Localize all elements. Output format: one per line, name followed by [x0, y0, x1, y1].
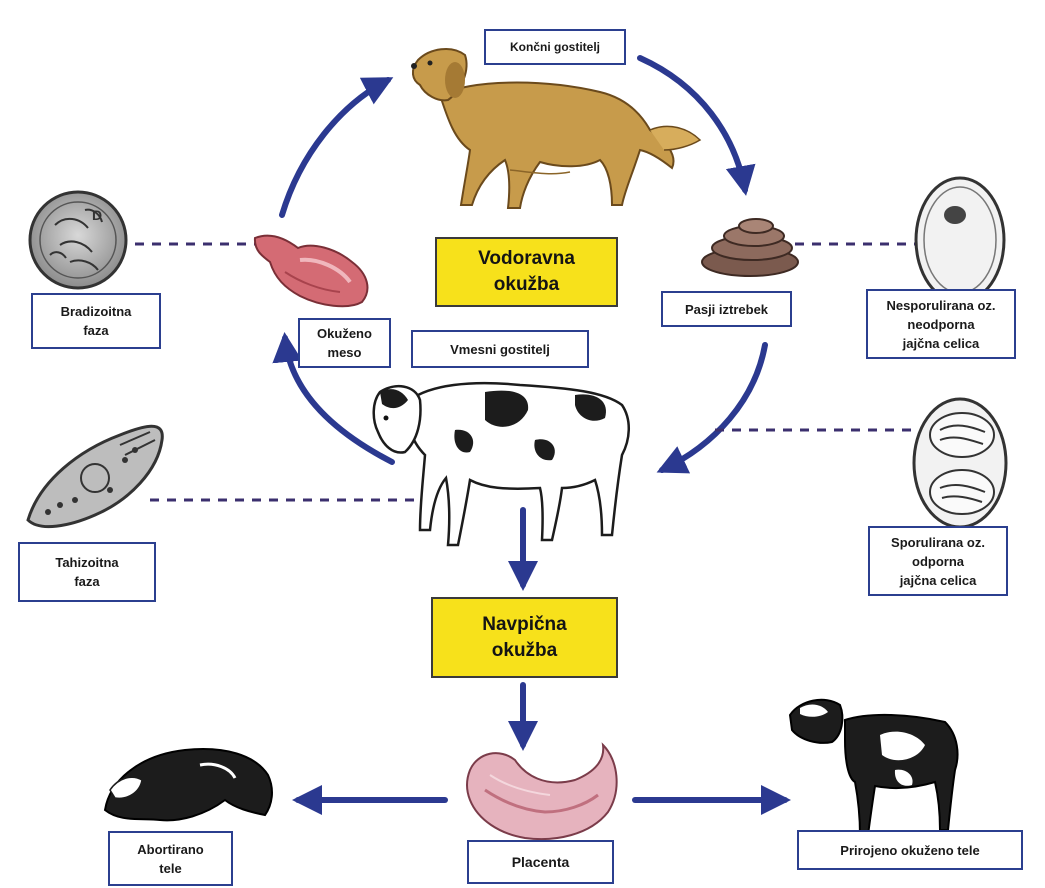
definitive-host-label: Končni gostitelj — [484, 29, 626, 65]
placenta-text: Placenta — [512, 853, 570, 872]
vertical-infection-box: Navpična okužba — [431, 597, 618, 678]
dog-illustration — [411, 49, 700, 208]
tachyzoite-phase-text: Tahizoitna faza — [55, 553, 118, 591]
cow-illustration — [374, 383, 629, 545]
sporulated-oocyst-text: Sporulirana oz. odporna jajčna celica — [891, 533, 985, 590]
congenital-calf-text: Prirojeno okuženo tele — [840, 841, 979, 860]
unsporulated-oocyst-text: Nesporulirana oz. neodporna jajčna celic… — [886, 296, 995, 353]
aborted-calf-label: Abortirano tele — [108, 831, 233, 886]
sporulated-oocyst-illustration — [914, 399, 1006, 527]
horizontal-infection-text: Vodoravna okužba — [478, 246, 575, 298]
placenta-label: Placenta — [467, 840, 614, 884]
arrow-meat-to-dog — [282, 80, 388, 215]
infected-meat-text: Okuženo meso — [317, 324, 372, 362]
placenta-illustration — [467, 745, 617, 839]
intermediate-host-label: Vmesni gostitelj — [411, 330, 589, 368]
horizontal-infection-box: Vodoravna okužba — [435, 237, 618, 307]
dog-feces-label: Pasji iztrebek — [661, 291, 792, 327]
bradyzoite-cyst-illustration: D — [30, 192, 126, 288]
infected-meat-label: Okuženo meso — [298, 318, 391, 368]
congenital-calf-label: Prirojeno okuženo tele — [797, 830, 1023, 870]
bradyzoite-phase-label: Bradizoitna faza — [31, 293, 161, 349]
unsporulated-oocyst-label: Nesporulirana oz. neodporna jajčna celic… — [866, 289, 1016, 359]
aborted-calf-illustration — [105, 749, 272, 820]
bradyzoite-phase-text: Bradizoitna faza — [61, 302, 132, 340]
feces-illustration — [702, 219, 798, 276]
arrow-feces-to-cow — [662, 345, 765, 470]
svg-text:D: D — [92, 207, 102, 223]
intermediate-host-text: Vmesni gostitelj — [450, 340, 550, 359]
meat-illustration — [255, 236, 368, 307]
tachyzoite-illustration — [28, 426, 162, 526]
tachyzoite-phase-label: Tahizoitna faza — [18, 542, 156, 602]
definitive-host-text: Končni gostitelj — [510, 38, 600, 57]
dog-feces-text: Pasji iztrebek — [685, 300, 768, 319]
sporulated-oocyst-label: Sporulirana oz. odporna jajčna celica — [868, 526, 1008, 596]
calf-illustration — [790, 700, 958, 835]
arrow-dog-to-feces — [640, 58, 745, 190]
unsporulated-oocyst-illustration — [916, 178, 1004, 302]
vertical-infection-text: Navpična okužba — [482, 612, 566, 664]
aborted-calf-text: Abortirano tele — [137, 840, 203, 878]
